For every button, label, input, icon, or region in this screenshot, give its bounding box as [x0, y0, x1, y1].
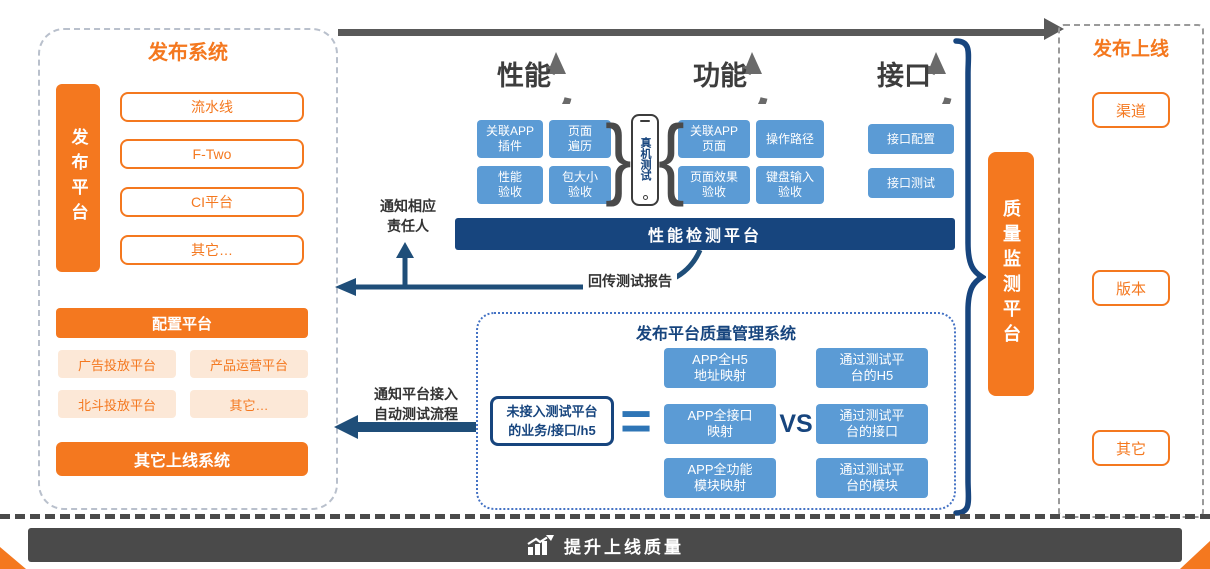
api-box-test: 接口测试	[868, 168, 954, 198]
top-flow-arrow	[338, 29, 1044, 36]
cycle-arrow-icon	[926, 52, 952, 104]
perf-box-page-traverse: 页面 遍历	[549, 120, 611, 158]
qms-title: 发布平台质量管理系统	[635, 326, 796, 343]
cycle-arrow-icon	[546, 52, 572, 104]
config-platform-bar: 配置平台	[56, 308, 308, 338]
qms-right-h5: 通过测试平 台的H5	[816, 348, 928, 388]
notify-person-note: 通知相应 责任人	[380, 198, 436, 235]
platform-item-pipeline: 流水线	[120, 92, 304, 122]
online-item-version: 版本	[1092, 270, 1170, 306]
qms-mid-module-map: APP全功能 模块映射	[664, 458, 776, 498]
func-box-page-effect: 页面效果 验收	[678, 166, 750, 204]
func-box-app-page: 关联APP 页面	[678, 120, 750, 158]
release-platform-bar: 发布平台	[56, 84, 100, 272]
other-online-systems-bar: 其它上线系统	[56, 442, 308, 476]
brace-close-icon: }	[605, 107, 632, 208]
qms-vs-label: VS	[779, 409, 813, 438]
cycle-label-performance: 性能	[497, 61, 551, 91]
release-online-title: 发布上线	[1092, 39, 1169, 60]
qms-untested-box: 未接入测试平台 的业务/接口/h5	[490, 396, 614, 446]
release-system-panel	[38, 28, 338, 510]
corner-triangle-right-icon	[1180, 541, 1210, 569]
phone-icon: 真机测试	[631, 114, 659, 206]
config-item-product-ops: 产品运营平台	[190, 350, 308, 378]
notify-flow-arrowhead-icon	[334, 415, 358, 439]
qms-mid-api-map: APP全接口 映射	[664, 404, 776, 444]
perf-box-size-accept: 包大小 验收	[549, 166, 611, 204]
qms-mid-h5-map: APP全H5 地址映射	[664, 348, 776, 388]
footer-label: 提升上线质量	[564, 537, 684, 557]
cycle-arrow-icon	[742, 52, 768, 104]
qms-right-api: 通过测试平 台的接口	[816, 404, 928, 444]
phone-home-button-icon	[642, 195, 648, 200]
config-item-beidou: 北斗投放平台	[58, 390, 176, 418]
notify-flow-arrow	[356, 422, 476, 432]
report-back-arrow	[335, 242, 703, 296]
perf-box-perf-accept: 性能 验收	[477, 166, 543, 204]
perf-box-app-plugin: 关联APP 插件	[477, 120, 543, 158]
online-item-channel: 渠道	[1092, 92, 1170, 128]
growth-chart-icon	[527, 535, 554, 555]
platform-item-other: 其它…	[120, 235, 304, 265]
api-box-config: 接口配置	[868, 124, 954, 154]
big-brace-icon	[953, 38, 986, 516]
report-back-label: 回传测试报告	[583, 271, 677, 291]
cycle-label-function: 功能	[693, 61, 747, 91]
footer-dashed-line	[0, 514, 1210, 519]
func-box-keyboard-input: 键盘输入 验收	[756, 166, 824, 204]
func-box-op-path: 操作路径	[756, 120, 824, 158]
brace-open-icon: {	[658, 107, 685, 208]
qms-equals-sign: =	[620, 391, 652, 451]
quality-monitor-bar: 质量监测平台	[988, 152, 1034, 396]
corner-triangle-left-icon	[0, 547, 26, 569]
cycle-label-interface: 接口	[877, 61, 931, 91]
device-test-label: 真机测试	[639, 136, 651, 181]
platform-item-ci: CI平台	[120, 187, 304, 217]
phone-speaker-icon	[640, 120, 650, 122]
perf-detect-platform-bar: 性能检测平台	[455, 218, 955, 250]
online-item-other: 其它	[1092, 430, 1170, 466]
qms-box	[476, 312, 956, 510]
release-system-title: 发布系统	[148, 42, 228, 64]
platform-item-ftwo: F-Two	[120, 139, 304, 169]
qms-right-module: 通过测试平 台的模块	[816, 458, 928, 498]
config-item-other: 其它…	[190, 390, 308, 418]
footer-bar: 提升上线质量	[28, 528, 1182, 562]
config-item-ads: 广告投放平台	[58, 350, 176, 378]
notify-flow-note: 通知平台接入 自动测试流程	[374, 386, 458, 423]
